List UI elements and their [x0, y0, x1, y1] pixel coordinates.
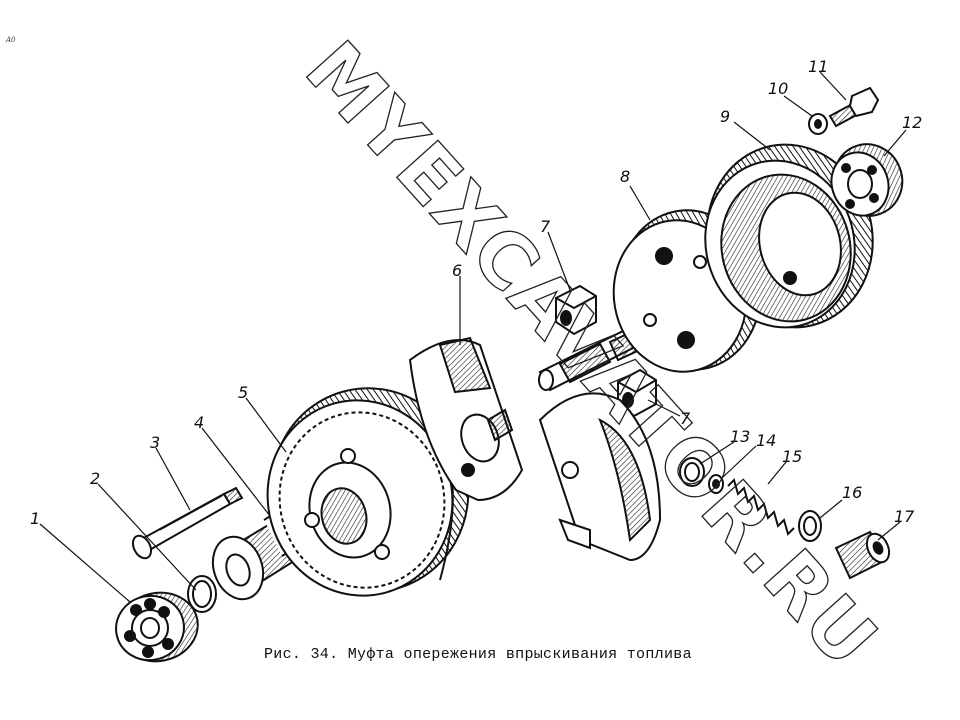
bearing-part-1 [115, 591, 199, 663]
bearing-part-12 [830, 143, 904, 217]
ring-part-16 [798, 510, 822, 542]
spring-part-15 [727, 478, 795, 536]
callout-13: 13 [730, 427, 750, 446]
callout-10: 10 [768, 79, 788, 98]
callout-8: 8 [620, 167, 630, 186]
figure-caption: Рис. 34. Муфта опережения впрыскивания т… [264, 646, 692, 663]
washer-part-10 [808, 113, 828, 135]
washer-part-14 [708, 474, 724, 494]
callout-numbers: 1 2 3 4 5 6 7 7 8 9 10 11 12 13 14 15 16… [30, 57, 922, 528]
flyweight-part-6 [408, 336, 524, 502]
flyweight-part-6-mate [538, 392, 662, 562]
callout-3: 3 [150, 433, 160, 452]
callout-11: 11 [808, 57, 828, 76]
bolt-part-11 [828, 86, 880, 128]
callout-4: 4 [194, 413, 204, 432]
housing-part-9 [704, 143, 874, 329]
bolt-part-3 [131, 486, 244, 560]
snap-ring-part-2 [187, 575, 217, 613]
callout-1: 1 [30, 509, 40, 528]
callout-15: 15 [782, 447, 802, 466]
callout-16: 16 [842, 483, 862, 502]
callout-9: 9 [720, 107, 730, 126]
callout-17: 17 [894, 507, 915, 526]
leader-lines [39, 71, 907, 603]
callout-7-upper: 7 [540, 217, 551, 236]
callout-14: 14 [756, 431, 776, 450]
callout-5: 5 [238, 383, 248, 402]
gear-part-5 [266, 387, 470, 597]
callout-6: 6 [452, 261, 462, 280]
ring-part-13 [679, 457, 705, 487]
cap-part-17 [834, 530, 891, 580]
callout-7-lower: 7 [680, 409, 691, 428]
corner-mark: A0 [6, 36, 16, 44]
callout-2: 2 [90, 469, 100, 488]
callout-12: 12 [902, 113, 922, 132]
block-part-7-upper [555, 284, 597, 336]
